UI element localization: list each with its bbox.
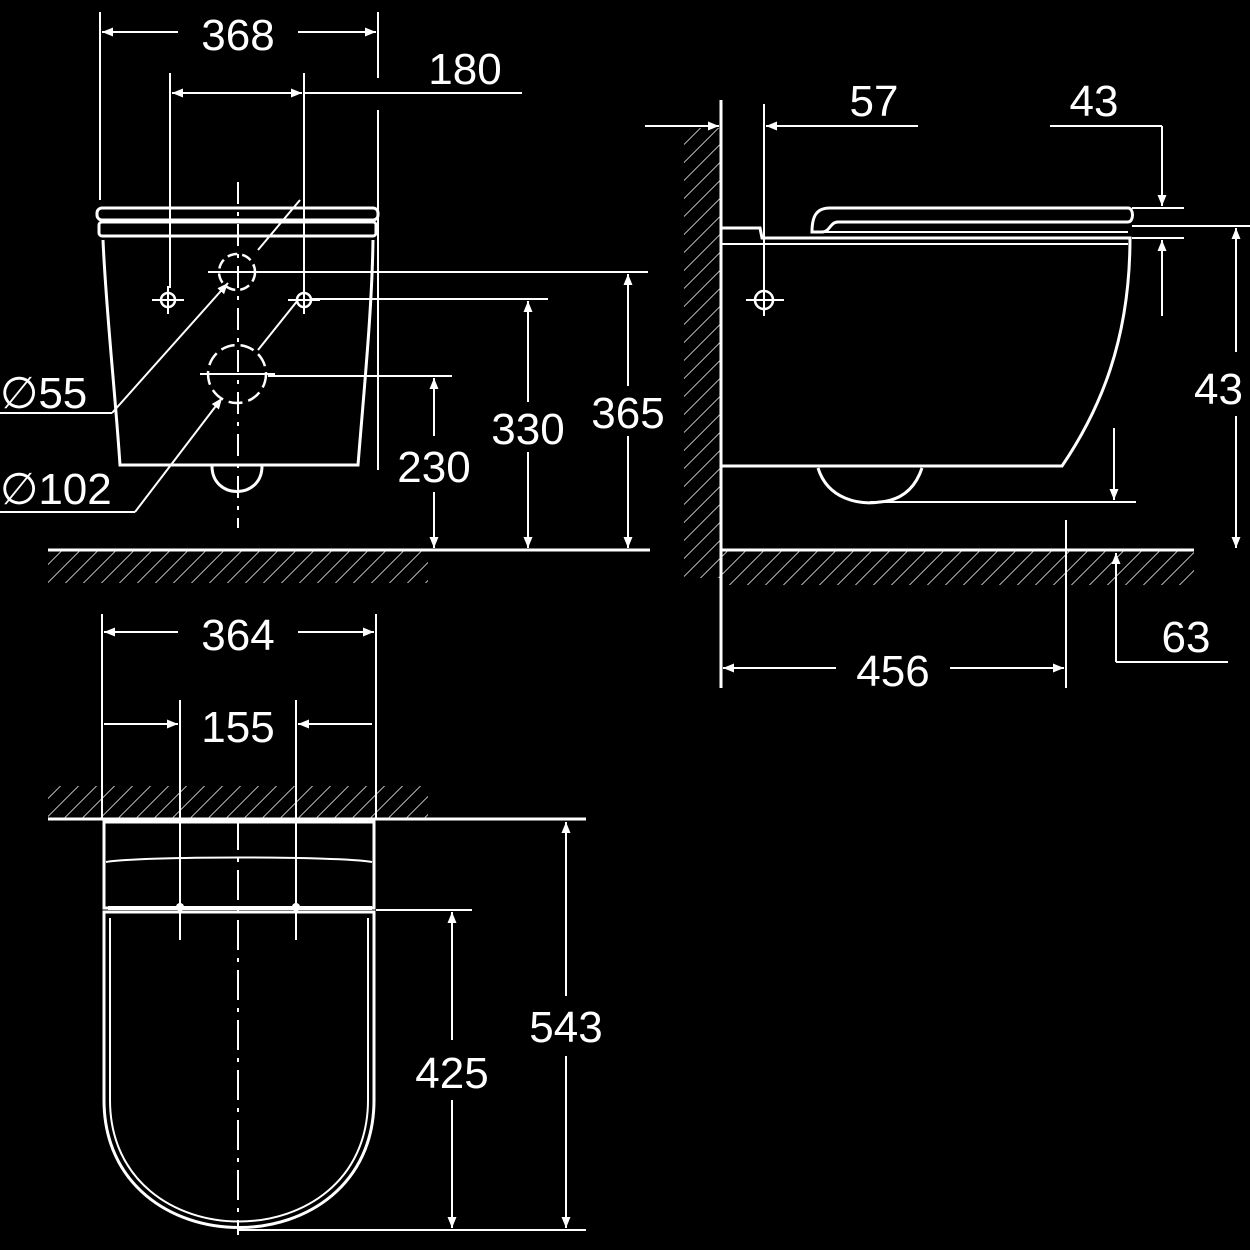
dim-pipe-height: 365 <box>591 389 664 438</box>
dim-front-width: 368 <box>201 11 274 60</box>
top-view: 364 155 425 543 <box>48 611 603 1235</box>
front-view: 368 180 ∅55 ∅102 230 330 365 <box>0 11 665 583</box>
dim-bowl-length: 425 <box>415 1049 488 1098</box>
dim-wall-to-inlet: 57 <box>850 77 899 126</box>
side-floor-hatch <box>722 551 1194 585</box>
dim-top-width: 364 <box>201 611 274 660</box>
side-wall-hatch <box>684 128 720 578</box>
dim-hinge-spacing: 155 <box>201 703 274 752</box>
dim-seat-thickness: 43 <box>1070 77 1119 126</box>
dim-inlet-height: 330 <box>491 405 564 454</box>
front-floor-hatch <box>48 551 428 583</box>
dim-inlet-spacing: 180 <box>428 45 501 94</box>
top-seat-outline <box>102 910 376 1229</box>
dim-projection: 456 <box>856 647 929 696</box>
side-bowl-outline <box>722 226 1132 468</box>
dim-outlet-height: 230 <box>397 443 470 492</box>
side-seat <box>810 206 1134 234</box>
dim-outlet-diameter: ∅102 <box>0 465 112 514</box>
dim-clearance: 63 <box>1162 613 1211 662</box>
dim-small-inlet-diameter: ∅55 <box>0 369 87 418</box>
dim-overall-height: 43 <box>1194 365 1243 414</box>
side-view: 57 43 43 63 456 <box>645 77 1250 696</box>
dim-overall-length: 543 <box>529 1003 602 1052</box>
top-wall-hatch <box>48 786 428 818</box>
